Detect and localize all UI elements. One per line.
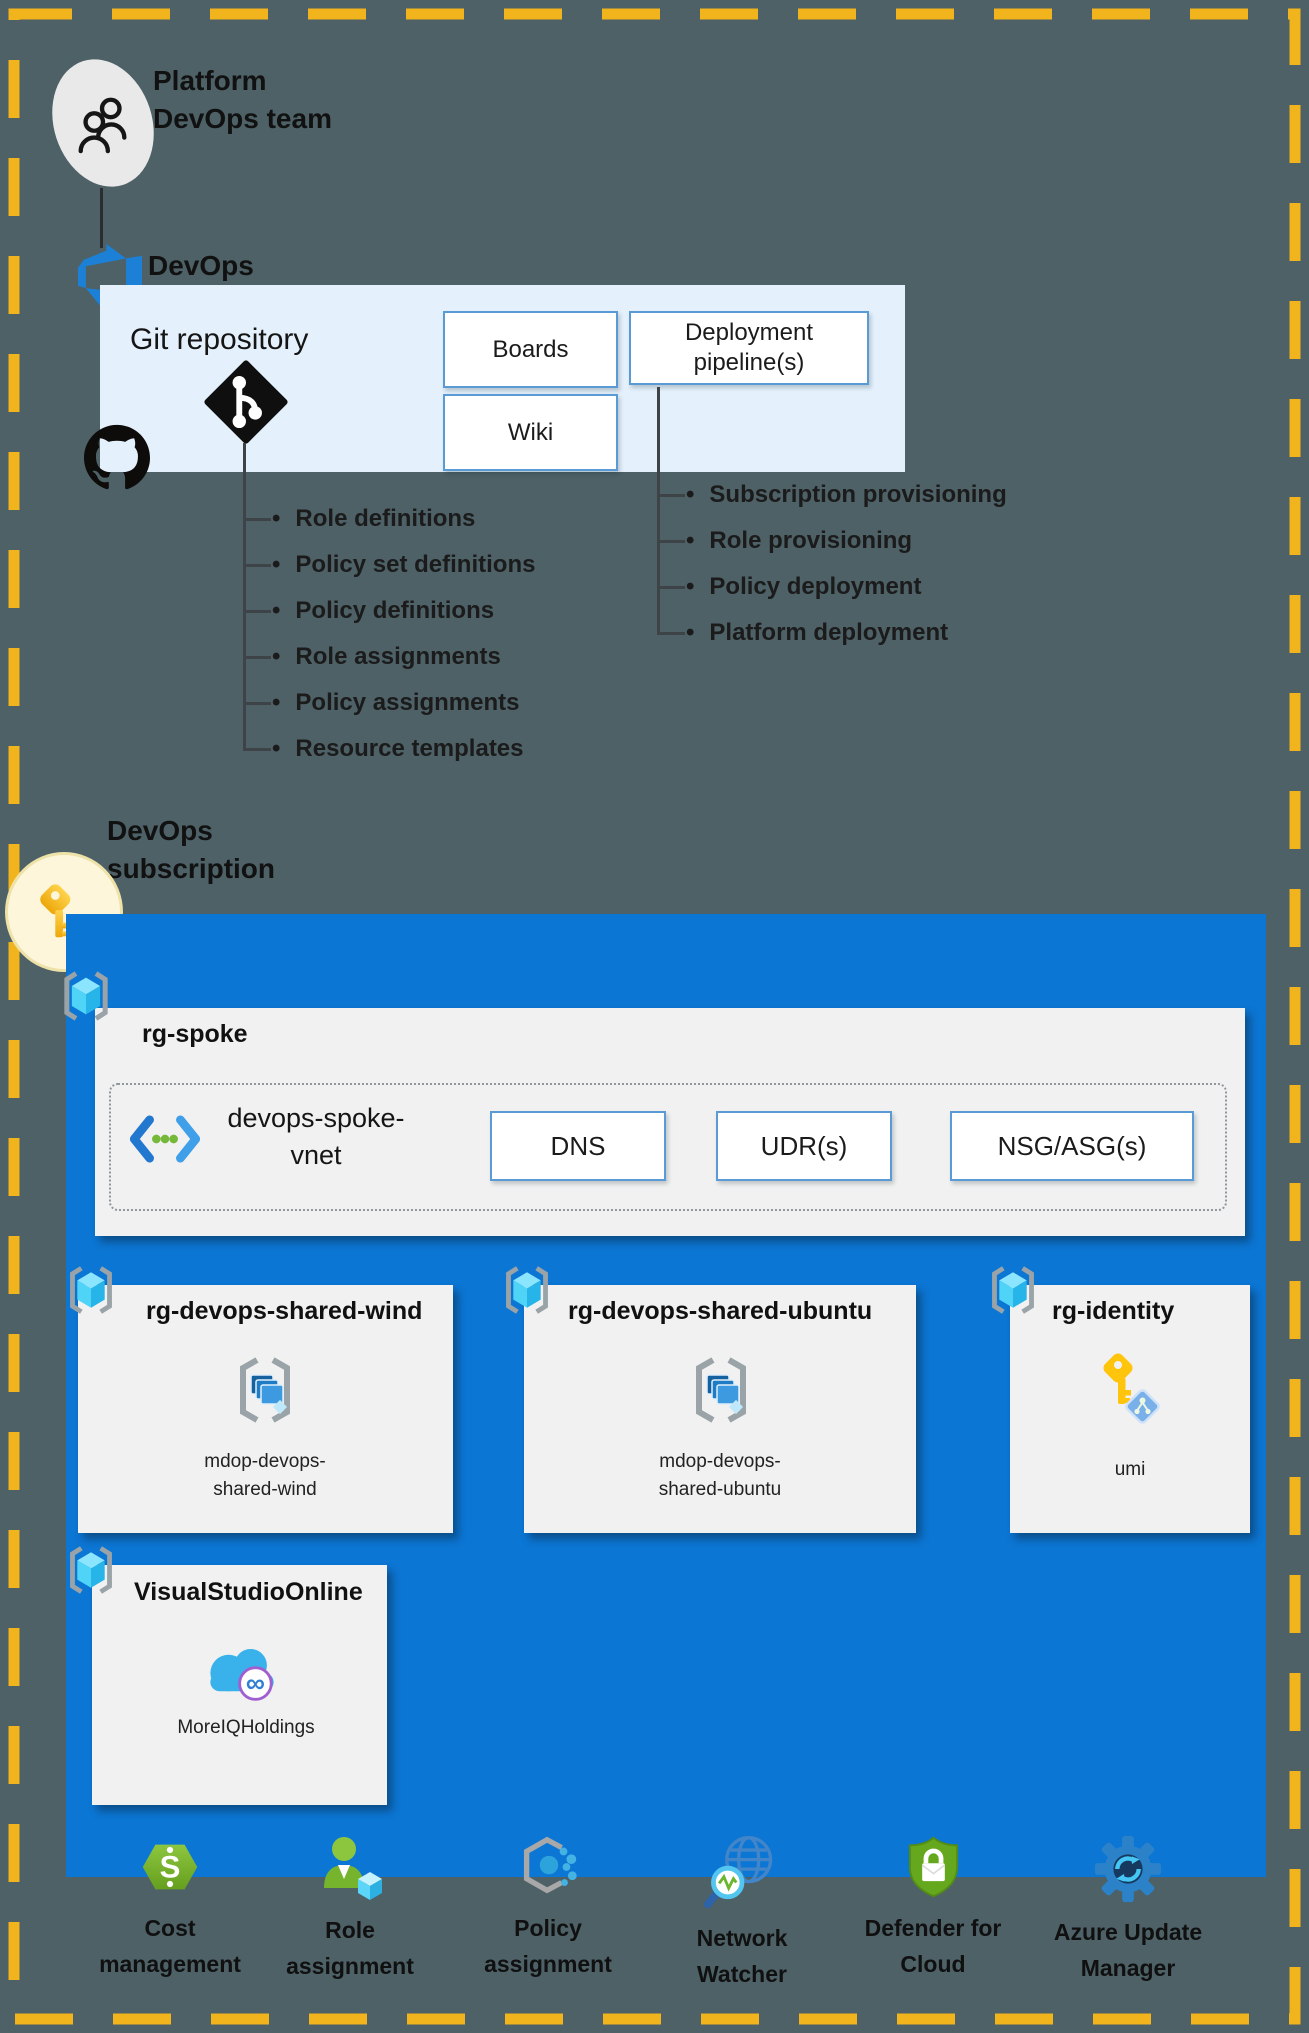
- service-defender-for-cloud: Defender for Cloud: [841, 1832, 1026, 1982]
- team-title-line2: DevOps team: [153, 103, 332, 134]
- resource-group-icon: [56, 966, 116, 1026]
- nsg-asg-box: NSG/ASG(s): [950, 1111, 1194, 1181]
- list-item: Platform deployment: [686, 610, 1007, 656]
- pipeline-tasks-trunk: [657, 387, 660, 635]
- list-item: Role provisioning: [686, 518, 1007, 564]
- tick: [657, 540, 685, 543]
- list-item: Role assignments: [272, 634, 535, 680]
- repo-artifacts-trunk: [243, 443, 246, 751]
- resource-group-icon: [498, 1261, 556, 1319]
- tick: [243, 610, 271, 613]
- rg-shared-ubuntu-name: rg-devops-shared-ubuntu: [568, 1297, 873, 1325]
- git-repository-title: Git repository: [130, 323, 309, 356]
- people-icon: [64, 84, 142, 162]
- service-azure-update-manager: Azure Update Manager: [1023, 1832, 1233, 1986]
- repo-artifacts-list: Role definitions Policy set definitions …: [272, 496, 535, 772]
- resource-group-icon: [62, 1541, 120, 1599]
- tick: [243, 702, 271, 705]
- network-watcher-icon: [702, 1832, 782, 1912]
- list-item: Subscription provisioning: [686, 472, 1006, 518]
- list-item: Policy deployment: [686, 564, 1007, 610]
- service-label: Role assignment: [286, 1917, 414, 1979]
- service-network-watcher: Network Watcher: [662, 1832, 822, 1992]
- rg-spoke-name: rg-spoke: [142, 1020, 248, 1048]
- service-label: Policy assignment: [484, 1915, 612, 1977]
- tick: [243, 748, 271, 751]
- key-icon: [33, 881, 95, 943]
- vnet-name: devops-spoke-vnet: [227, 1103, 405, 1170]
- service-role-assignment: Role assignment: [275, 1832, 425, 1984]
- svg-text:∞: ∞: [246, 1668, 265, 1698]
- list-item: Role definitions: [272, 496, 535, 542]
- deployment-pipelines-box: Deployment pipeline(s): [629, 311, 869, 385]
- cost-management-icon: S: [135, 1832, 205, 1902]
- list-item: Policy assignments: [272, 680, 535, 726]
- subscription-title-line1: DevOps: [107, 815, 213, 846]
- tick: [243, 656, 271, 659]
- managed-identity-icon: [1098, 1352, 1162, 1432]
- service-label: Cost management: [99, 1915, 241, 1977]
- rg-shared-wind-name: rg-devops-shared-wind: [146, 1297, 423, 1325]
- vm-ubuntu-name: mdop-devops-shared-ubuntu: [658, 1451, 782, 1500]
- github-icon: [84, 424, 150, 490]
- policy-assignment-icon: [513, 1832, 583, 1902]
- vm-scale-set-icon: [683, 1352, 759, 1428]
- virtual-network-icon: [128, 1114, 202, 1164]
- rg-shared-wind-box: [78, 1285, 453, 1533]
- team-title: Platform DevOps team: [153, 62, 332, 138]
- vm-wind-name: mdop-devops-shared-wind: [204, 1451, 326, 1500]
- wiki-box: Wiki: [443, 394, 618, 471]
- git-icon: [204, 360, 288, 444]
- list-item: Policy definitions: [272, 588, 535, 634]
- service-cost-management: S Cost management: [95, 1832, 245, 1982]
- rg-vso-name: VisualStudioOnline: [134, 1578, 363, 1606]
- subscription-title: DevOps subscription: [107, 812, 275, 888]
- service-label: Network Watcher: [696, 1925, 788, 1987]
- devops-cloud-icon: ∞: [196, 1638, 288, 1708]
- role-assignment-icon: [314, 1832, 386, 1904]
- team-avatar: [36, 46, 170, 200]
- pipeline-tasks-list: Subscription provisioning Role provision…: [686, 472, 1007, 656]
- rg-shared-ubuntu-box: [524, 1285, 916, 1533]
- tick: [657, 632, 685, 635]
- service-label: Azure Update Manager: [1053, 1919, 1203, 1981]
- devops-title: DevOps: [148, 250, 254, 281]
- tick: [657, 586, 685, 589]
- rg-identity-name: rg-identity: [1052, 1297, 1175, 1325]
- list-item: Policy set definitions: [272, 542, 535, 588]
- resource-group-icon: [984, 1261, 1042, 1319]
- dns-box: DNS: [490, 1111, 666, 1181]
- resource-group-icon: [62, 1261, 120, 1319]
- azure-update-manager-icon: [1091, 1832, 1165, 1906]
- tick: [243, 564, 271, 567]
- vnet-container: [109, 1083, 1227, 1211]
- list-item: Resource templates: [272, 726, 535, 772]
- azure-devops-icon: [78, 244, 142, 308]
- connector-team-devops: [100, 188, 103, 248]
- tick: [657, 494, 685, 497]
- service-label: Defender for Cloud: [864, 1915, 1002, 1977]
- vso-org-name: MoreIQHoldings: [177, 1717, 315, 1738]
- boards-box: Boards: [443, 311, 618, 388]
- udr-box: UDR(s): [716, 1111, 892, 1181]
- umi-name: umi: [1114, 1459, 1146, 1480]
- tick: [243, 518, 271, 521]
- svg-text:S: S: [160, 1850, 181, 1885]
- service-policy-assignment: Policy assignment: [463, 1832, 633, 1982]
- defender-for-cloud-icon: [899, 1832, 967, 1902]
- subscription-title-line2: subscription: [107, 853, 276, 884]
- team-title-line1: Platform: [153, 65, 267, 96]
- vm-scale-set-icon: [227, 1352, 303, 1428]
